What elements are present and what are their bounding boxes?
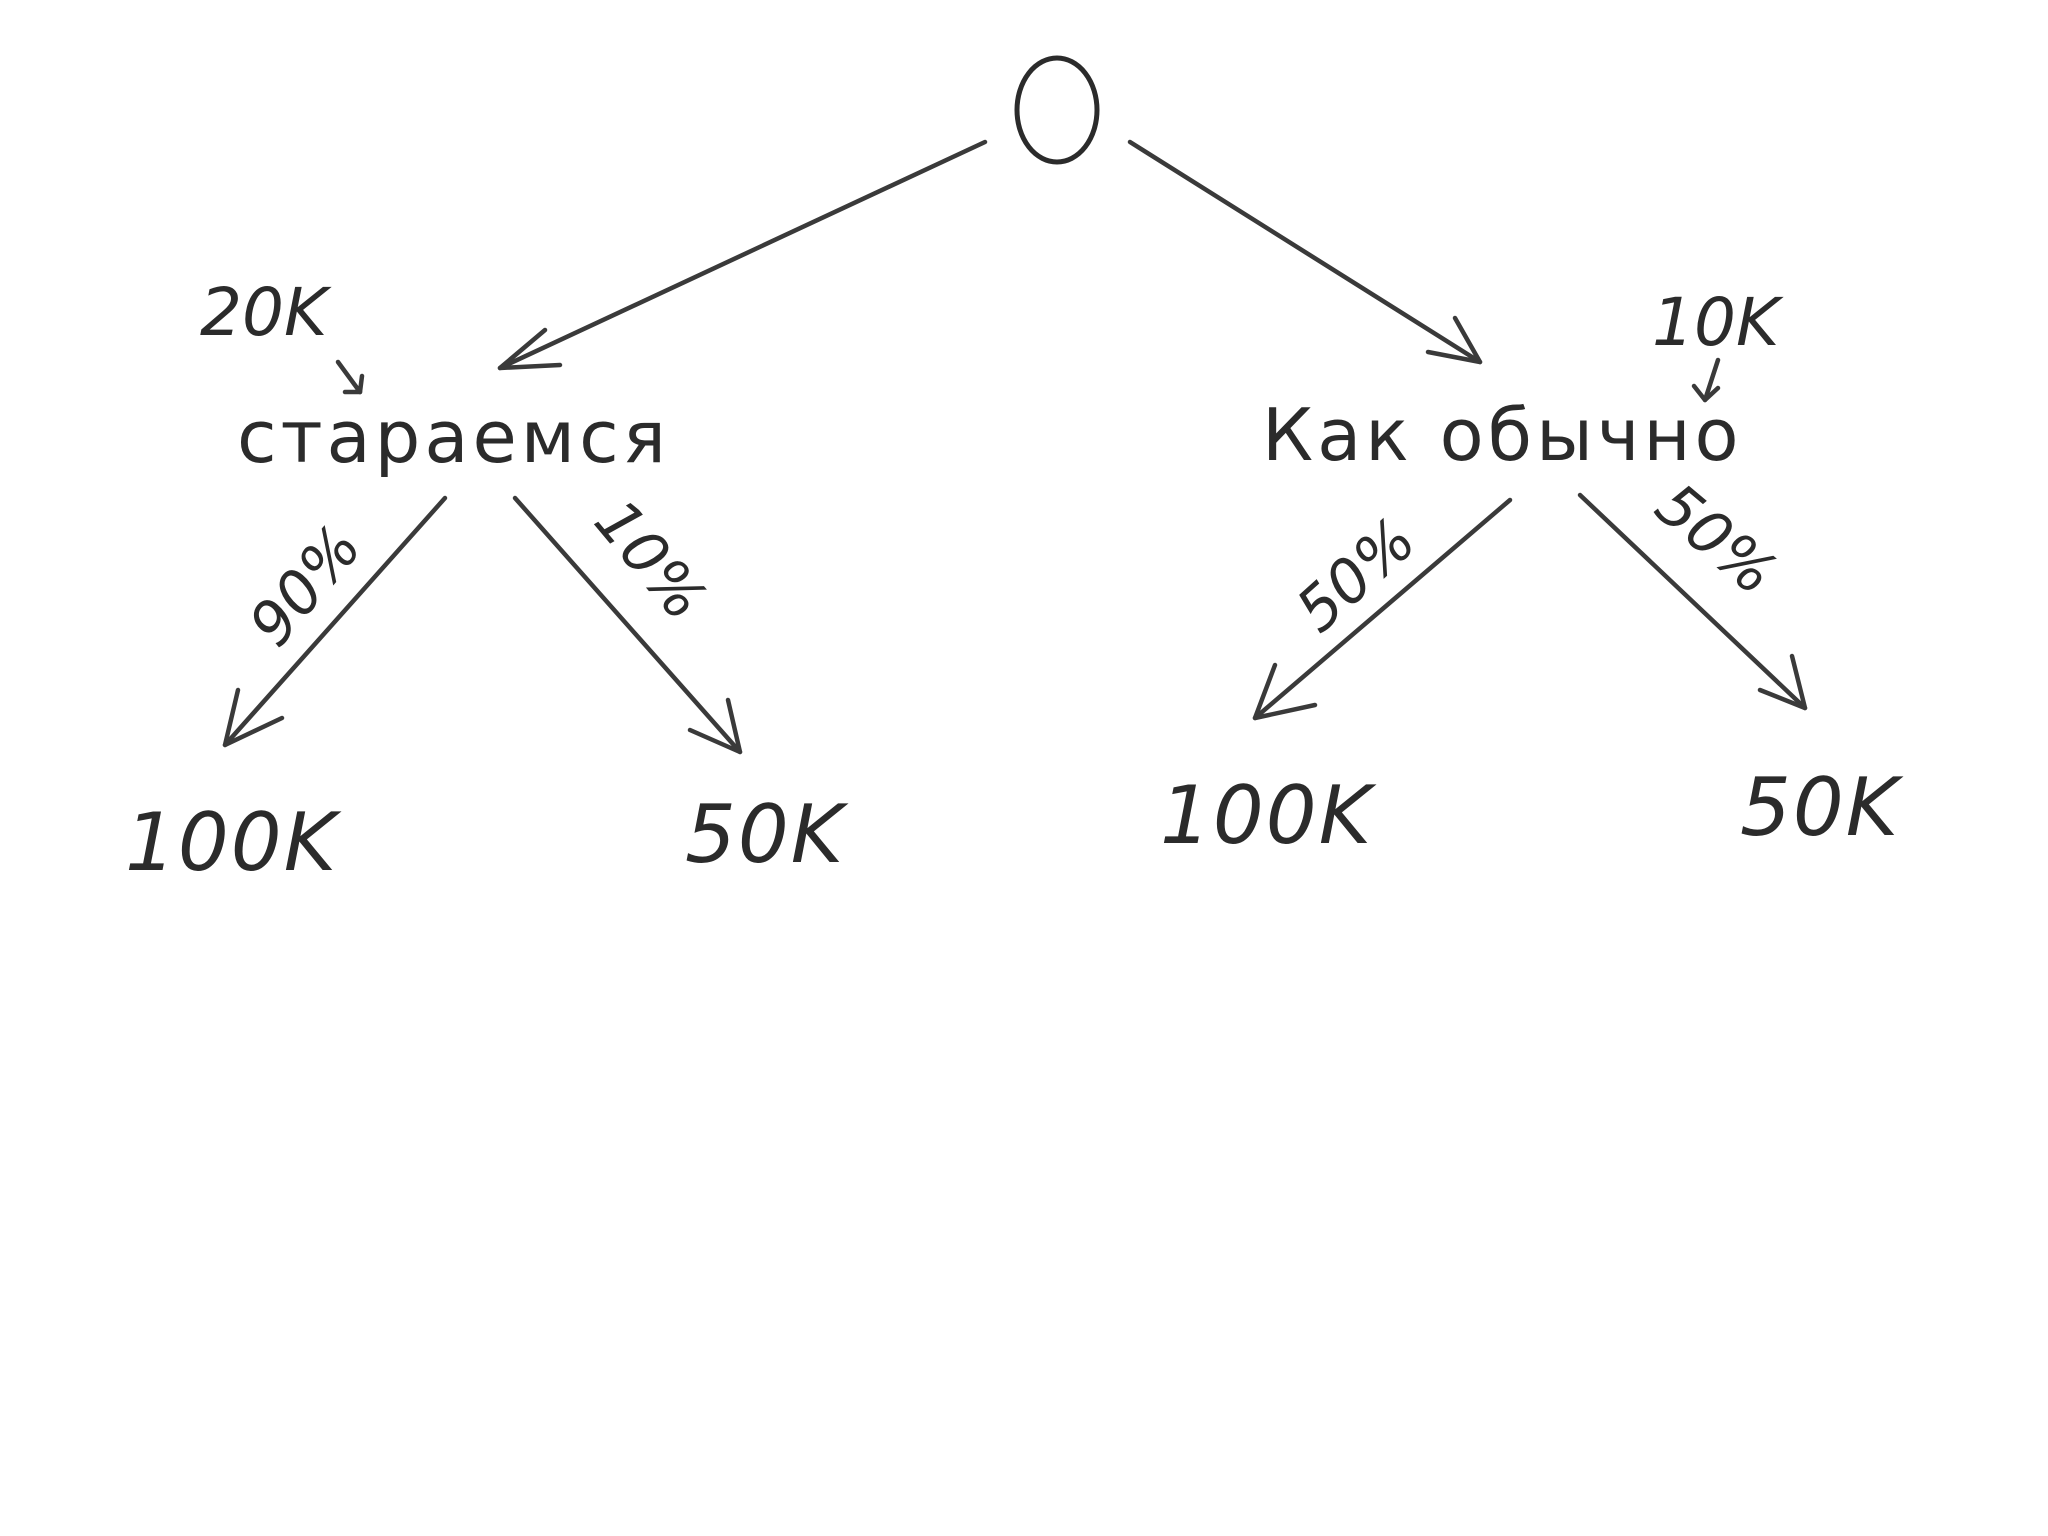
arrowhead-root-right — [1425, 315, 1483, 365]
edge-root-right — [1127, 139, 1483, 365]
cost-pointer-left — [335, 359, 365, 395]
arrowhead-root-left — [497, 327, 563, 371]
root-node-shape — [1014, 55, 1100, 165]
edge-root-left — [497, 139, 988, 371]
probability-label-left-1: 90% — [236, 512, 375, 659]
cost-label-left: 20K — [200, 274, 332, 351]
edge-left-outcome-2 — [512, 495, 743, 755]
probability-label-right-2: 50% — [1642, 470, 1789, 609]
payoff-label-right-2: 50K — [1740, 761, 1904, 854]
cost-label-right: 10K — [1652, 284, 1784, 361]
root-node — [1014, 55, 1100, 165]
edge-right-outcome-2 — [1577, 492, 1808, 711]
edge-right-outcome-1 — [1252, 497, 1513, 721]
cost-pointer-right — [1691, 357, 1721, 403]
probability-label-left-2: 10% — [581, 487, 720, 634]
payoff-label-right-1: 100K — [1160, 769, 1377, 862]
edge-left-outcome-1 — [222, 495, 448, 748]
payoff-label-left-2: 50K — [685, 788, 849, 881]
probability-label-right-1: 50% — [1283, 505, 1429, 646]
choice-label-left: стараемся — [237, 395, 670, 479]
payoff-label-left-1: 100K — [125, 796, 342, 889]
choice-label-right: Как обычно — [1262, 393, 1743, 477]
